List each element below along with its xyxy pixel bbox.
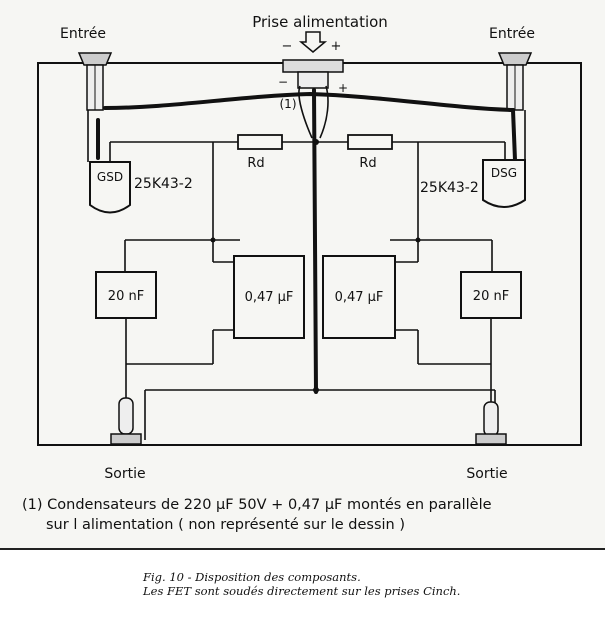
cap-inner-right-label: 0,47 µF bbox=[335, 290, 384, 305]
fet-left-pins: GSD bbox=[97, 170, 123, 184]
footnote-line2: sur l alimentation ( non représenté sur … bbox=[46, 517, 405, 533]
diagram-area: Prise alimentation Entrée Entrée − + − +… bbox=[22, 13, 582, 533]
power-arrow-icon bbox=[298, 31, 328, 53]
resistor-right-label: Rd bbox=[359, 156, 376, 171]
resistor-left bbox=[237, 134, 283, 150]
power-socket-label: Prise alimentation bbox=[252, 13, 388, 31]
figure-caption: Fig. 10 - Disposition des composants. Le… bbox=[143, 570, 460, 598]
fet-left-type: 25K43-2 bbox=[134, 176, 193, 192]
power-socket bbox=[282, 59, 344, 73]
board-outline bbox=[37, 62, 582, 446]
caption-line1: Fig. 10 - Disposition des composants. bbox=[143, 570, 361, 584]
ground-wire-right bbox=[511, 108, 517, 162]
output-right-label: Sortie bbox=[466, 466, 507, 482]
fet-right: DSG bbox=[482, 159, 526, 208]
polarity-minus-socket: − bbox=[278, 75, 288, 89]
ground-wire-top bbox=[103, 91, 515, 112]
circuit-diagram: Prise alimentation Entrée Entrée − + − +… bbox=[22, 13, 582, 533]
note-ref-label: (1) bbox=[280, 97, 297, 111]
output-connector-left bbox=[110, 397, 142, 445]
supply-lead-minus bbox=[298, 85, 313, 139]
caption-line2: Les FET sont soudés directement sur les … bbox=[143, 584, 461, 598]
resistor-right bbox=[347, 134, 393, 150]
supply-lead-plus bbox=[319, 85, 329, 139]
caption-area: Fig. 10 - Disposition des composants. Le… bbox=[0, 550, 605, 620]
input-right-label: Entrée bbox=[489, 26, 535, 42]
cap-outer-left-label: 20 nF bbox=[108, 289, 144, 304]
polarity-minus-top: − bbox=[282, 39, 293, 54]
output-connector-right bbox=[475, 401, 507, 445]
input-connector-left bbox=[77, 52, 113, 111]
fet-right-pins: DSG bbox=[491, 166, 517, 180]
cap-inner-left-label: 0,47 µF bbox=[245, 290, 294, 305]
power-socket-body bbox=[297, 71, 329, 89]
resistor-left-label: Rd bbox=[247, 156, 264, 171]
fet-left: GSD bbox=[89, 161, 131, 214]
polarity-plus-top: + bbox=[331, 39, 342, 54]
fet-right-type: 25K43-2 bbox=[420, 180, 479, 196]
cap-outer-right-label: 20 nF bbox=[473, 289, 509, 304]
junction-dot bbox=[313, 139, 319, 145]
output-left-label: Sortie bbox=[104, 466, 145, 482]
input-connector-right bbox=[497, 52, 533, 111]
ground-junction-dot bbox=[313, 387, 319, 393]
separator-line bbox=[0, 548, 605, 550]
input-left-label: Entrée bbox=[60, 26, 106, 42]
footnote-line1: (1) Condensateurs de 220 µF 50V + 0,47 µ… bbox=[22, 497, 492, 513]
ground-wire-center bbox=[312, 88, 318, 394]
polarity-plus-socket: + bbox=[338, 81, 348, 95]
cap-inner-left bbox=[233, 255, 305, 339]
cap-inner-right bbox=[322, 255, 396, 339]
